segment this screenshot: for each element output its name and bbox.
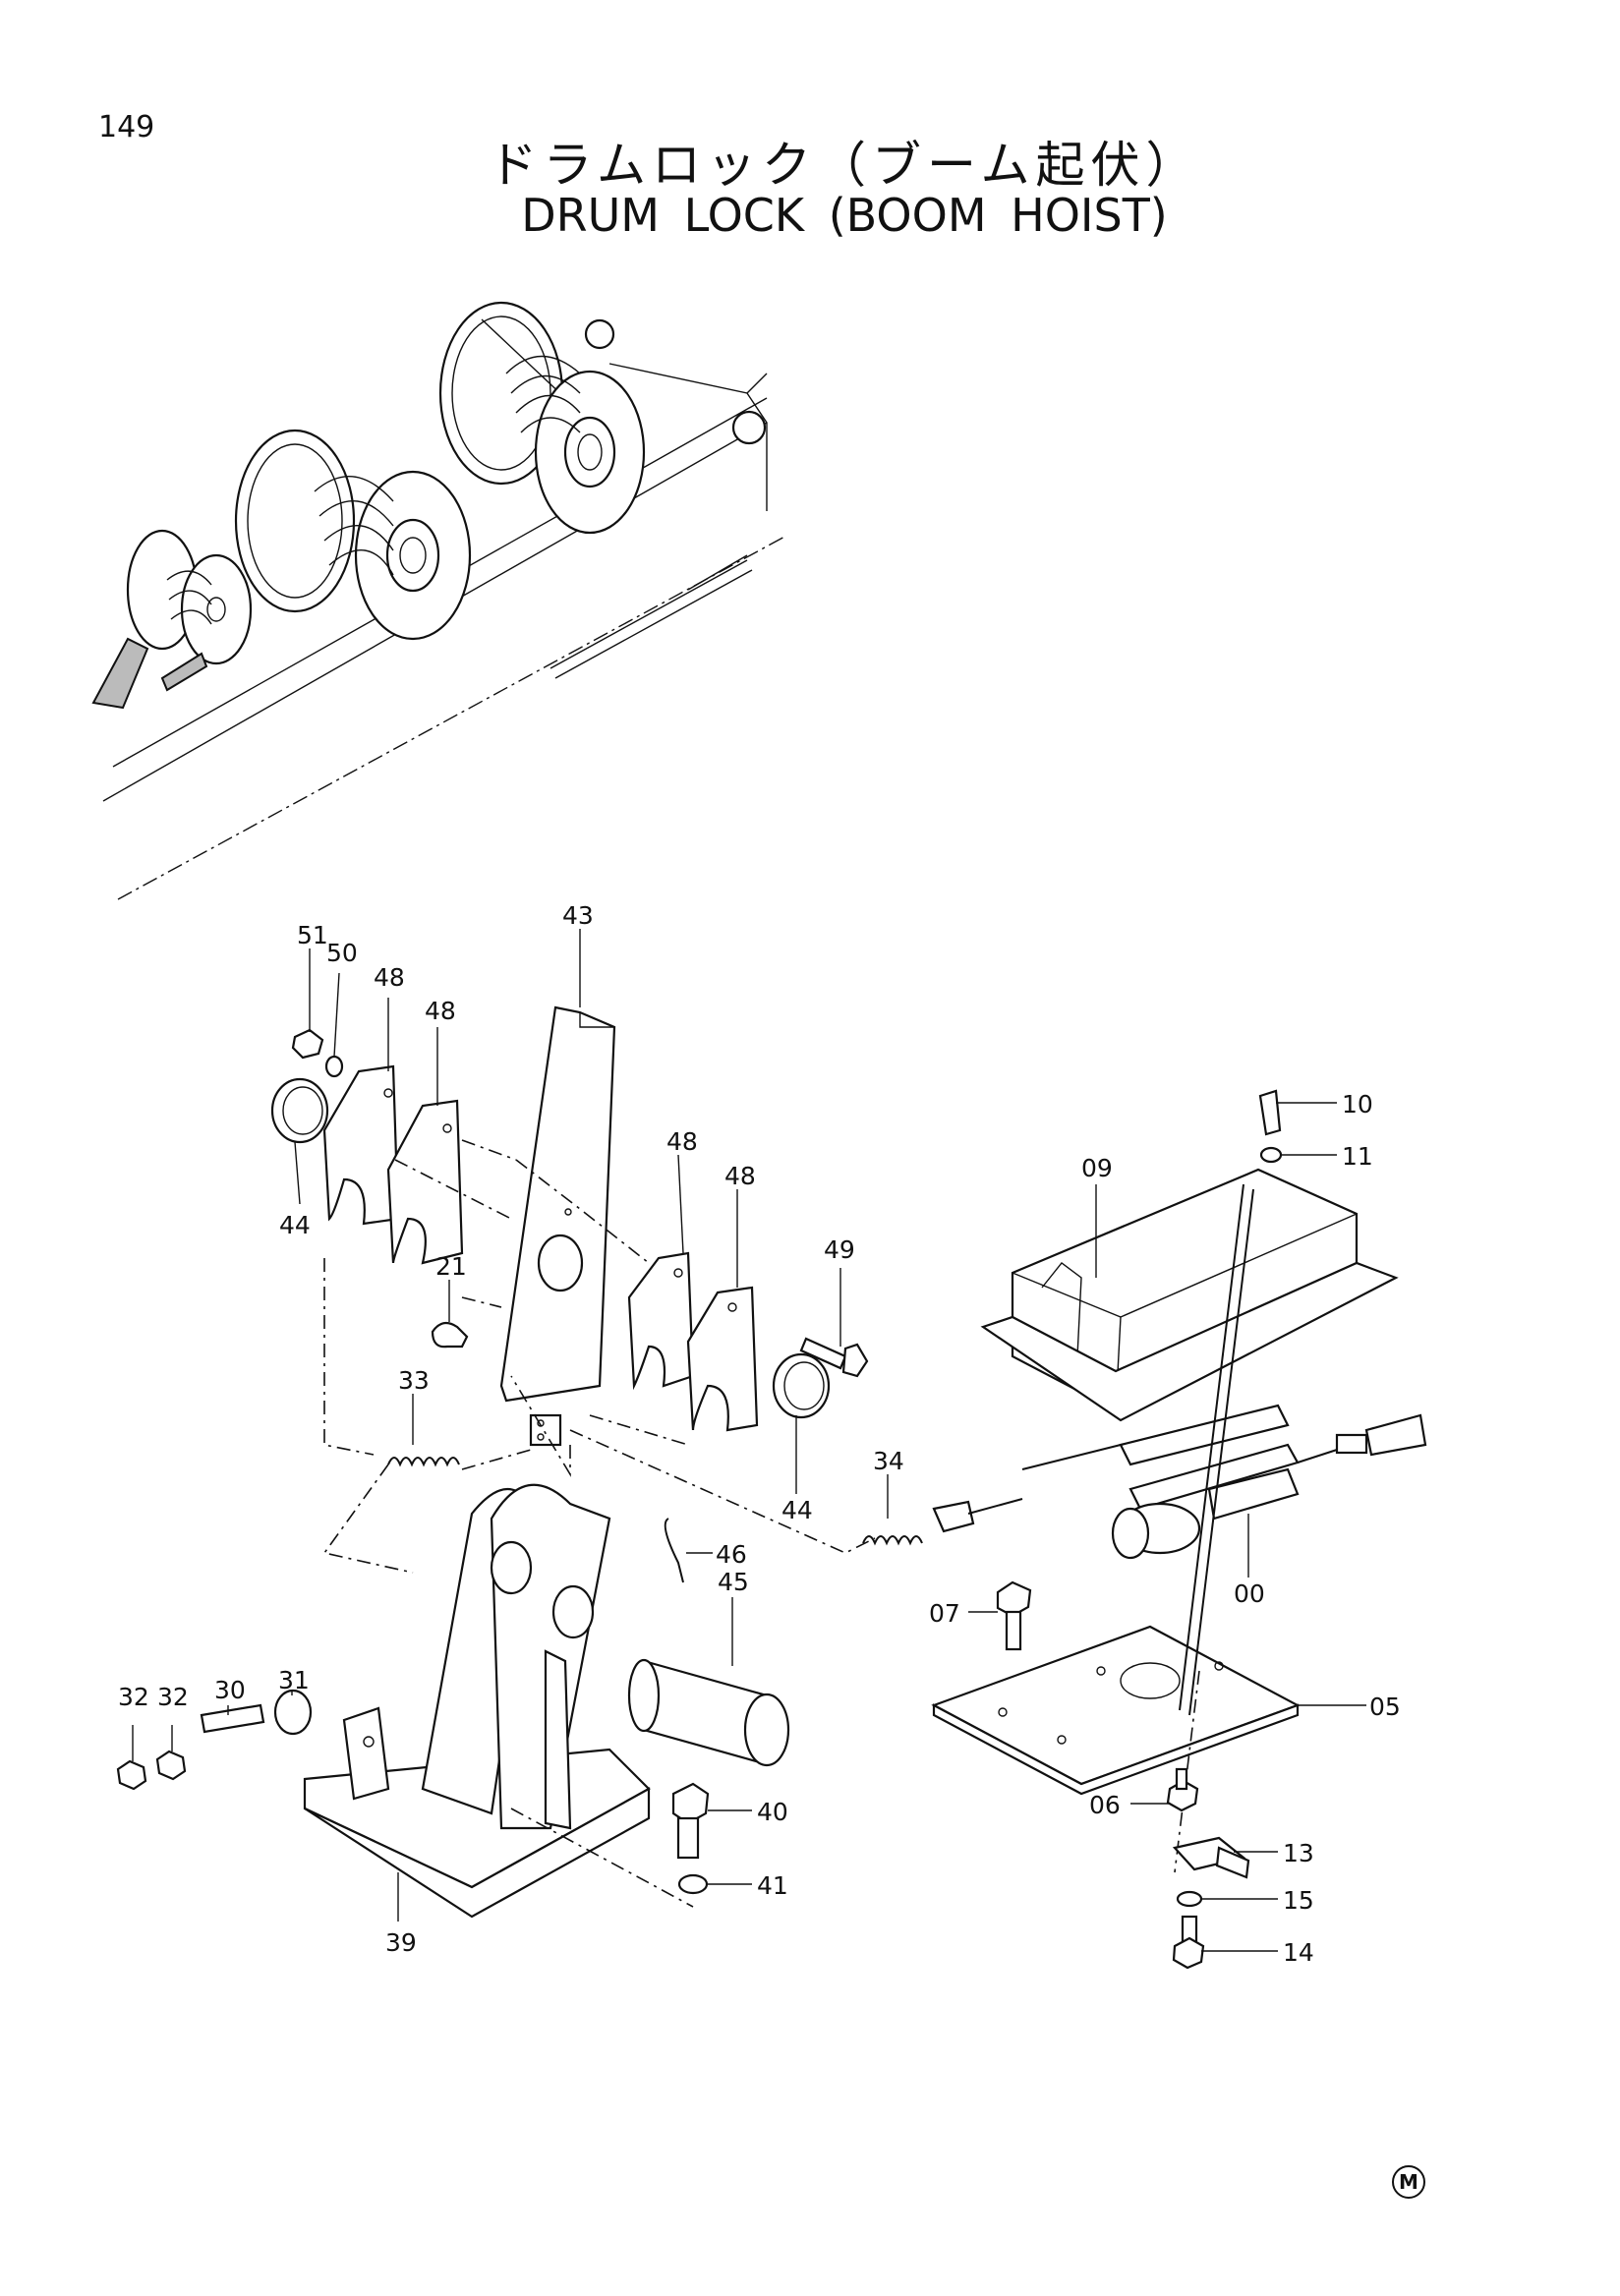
callout-48: 48 — [374, 963, 405, 992]
callout-48: 48 — [666, 1127, 698, 1156]
circled-m-mark: M — [1392, 2165, 1425, 2199]
callout-45: 45 — [718, 1568, 749, 1596]
callout-05: 05 — [1369, 1693, 1401, 1721]
callout-44: 44 — [781, 1496, 813, 1524]
callout-46: 46 — [716, 1540, 747, 1569]
callout-34: 34 — [873, 1447, 904, 1475]
callout-00: 00 — [1234, 1579, 1265, 1608]
callout-48: 48 — [425, 997, 456, 1025]
callout-41: 41 — [757, 1871, 788, 1900]
callout-06: 06 — [1089, 1791, 1121, 1819]
callout-10: 10 — [1342, 1090, 1373, 1119]
title-japanese: ドラムロック（ブーム起伏） — [488, 137, 1201, 194]
callout-09: 09 — [1081, 1154, 1113, 1182]
callout-40: 40 — [757, 1798, 788, 1826]
callout-21: 21 — [435, 1252, 467, 1281]
title-english: DRUM LOCK (BOOM HOIST) — [521, 189, 1168, 242]
callout-14: 14 — [1283, 1938, 1314, 1967]
exploded-view — [116, 929, 1427, 1970]
callout-39: 39 — [385, 1928, 417, 1957]
callout-51: 51 — [297, 921, 328, 949]
callout-07: 07 — [929, 1599, 960, 1628]
callout-32: 32 — [157, 1683, 189, 1711]
callout-15: 15 — [1283, 1886, 1314, 1915]
callout-44: 44 — [279, 1211, 311, 1239]
callout-13: 13 — [1283, 1839, 1314, 1867]
callout-33: 33 — [398, 1366, 430, 1395]
page-number: 149 — [98, 110, 155, 144]
callout-30: 30 — [214, 1676, 246, 1704]
callout-31: 31 — [278, 1666, 310, 1694]
callout-48: 48 — [724, 1162, 756, 1190]
callout-49: 49 — [824, 1235, 855, 1264]
callout-32: 32 — [118, 1683, 149, 1711]
callout-43: 43 — [562, 901, 594, 930]
callout-50: 50 — [326, 939, 358, 967]
callout-11: 11 — [1342, 1142, 1373, 1171]
drum-overview-illustration — [91, 301, 787, 900]
